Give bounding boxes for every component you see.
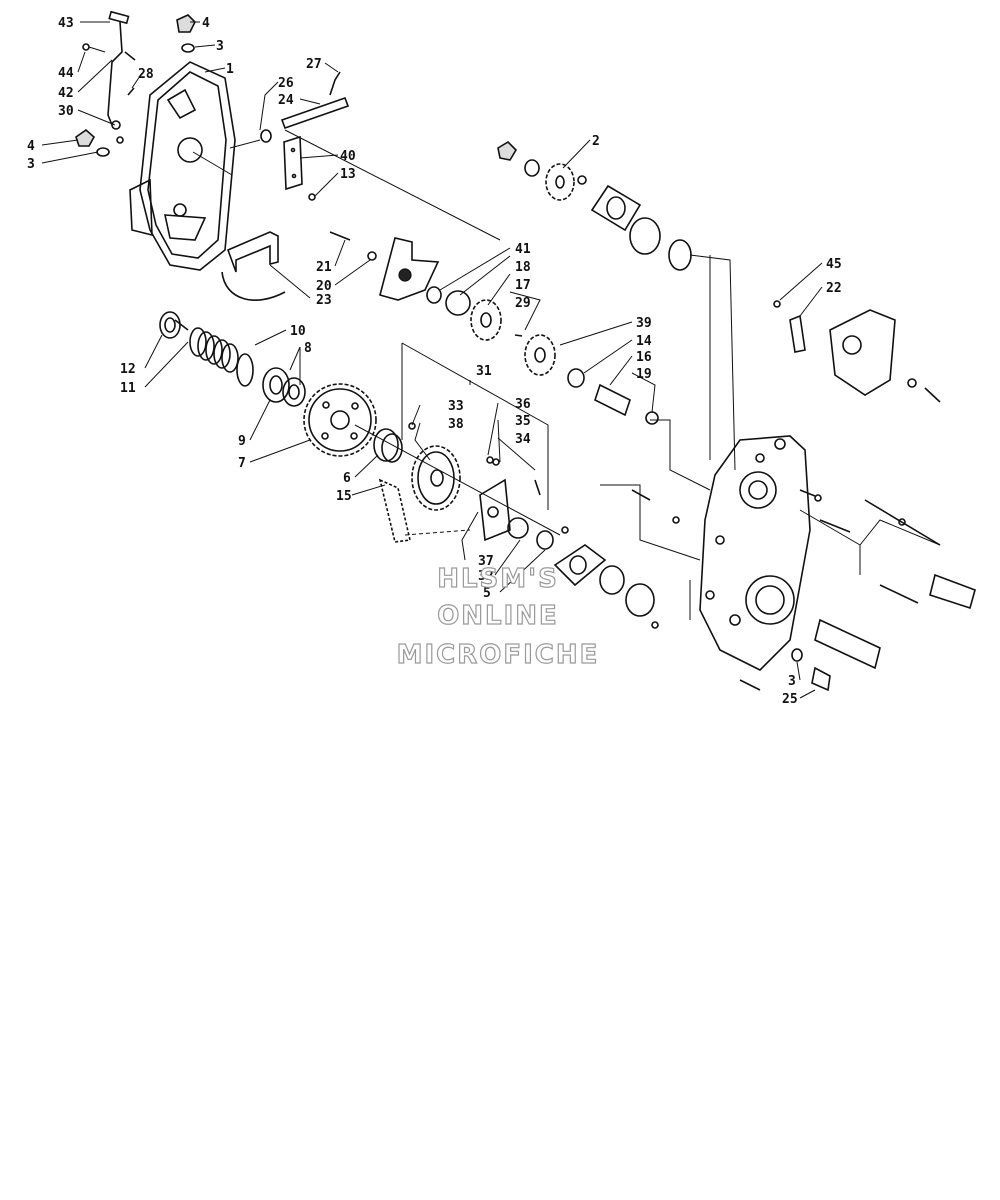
callout-35: 35 bbox=[515, 414, 531, 429]
callout-3: 3 bbox=[216, 39, 224, 54]
callout-31: 31 bbox=[476, 364, 492, 379]
chaincase-housing bbox=[699, 435, 811, 671]
callout-18: 18 bbox=[515, 260, 531, 275]
group-31-outline bbox=[401, 342, 549, 510]
shift-lever bbox=[82, 10, 136, 144]
callout-44: 44 bbox=[58, 66, 74, 81]
callout-22: 22 bbox=[826, 281, 842, 296]
seal-flange-5 bbox=[553, 526, 655, 617]
callout-34: 34 bbox=[515, 432, 531, 447]
axis-lines bbox=[192, 129, 941, 620]
bracket-20 bbox=[329, 231, 440, 301]
callout-20: 20 bbox=[316, 279, 332, 294]
callout-45: 45 bbox=[826, 257, 842, 272]
callout-19: 19 bbox=[636, 367, 652, 382]
callout-6: 6 bbox=[343, 471, 351, 486]
callout-16: 16 bbox=[636, 350, 652, 365]
callout-4: 4 bbox=[202, 16, 210, 31]
watermark: HLSM'S ONLINE MICROFICHE bbox=[396, 563, 600, 670]
watermark-line-1: HLSM'S bbox=[437, 564, 559, 594]
callout-12: 12 bbox=[120, 362, 136, 377]
callout-7: 7 bbox=[238, 456, 246, 471]
shaft-24 bbox=[260, 71, 350, 143]
callout-9: 9 bbox=[238, 434, 246, 449]
gear-6 bbox=[373, 428, 403, 463]
callout-24: 24 bbox=[278, 93, 294, 108]
callout-33: 33 bbox=[448, 399, 464, 414]
callout-1: 1 bbox=[226, 62, 234, 77]
callout-43: 43 bbox=[58, 16, 74, 31]
callout-25: 25 bbox=[782, 692, 798, 707]
callout-2: 2 bbox=[592, 134, 600, 149]
clip-23 bbox=[221, 231, 286, 301]
callout-leaders bbox=[41, 21, 823, 699]
callout-40: 40 bbox=[340, 149, 356, 164]
callout-8: 8 bbox=[304, 341, 312, 356]
watermark-line-2: ONLINE bbox=[437, 601, 559, 631]
watermark-line-3: MICROFICHE bbox=[397, 640, 600, 670]
callout-39: 39 bbox=[636, 316, 652, 331]
callout-26: 26 bbox=[278, 76, 294, 91]
output-shaft bbox=[791, 573, 976, 692]
cap-nut-left bbox=[75, 128, 110, 157]
callout-30: 30 bbox=[58, 104, 74, 119]
callout-42: 42 bbox=[58, 86, 74, 101]
callout-3: 3 bbox=[788, 674, 796, 689]
callout-37: 37 bbox=[478, 554, 494, 569]
callout-36: 36 bbox=[515, 397, 531, 412]
bearing-8 bbox=[262, 367, 306, 407]
chaincase-cover bbox=[129, 61, 236, 271]
callout-21: 21 bbox=[316, 260, 332, 275]
callout-10: 10 bbox=[290, 324, 306, 339]
plate-40 bbox=[283, 135, 316, 201]
callout-15: 15 bbox=[336, 489, 352, 504]
callout-labels: 43 4 3 1 44 28 42 30 4 3 27 26 24 40 13 … bbox=[27, 16, 842, 707]
spring-assembly bbox=[159, 311, 254, 387]
callout-28: 28 bbox=[138, 67, 154, 82]
sprocket-2 bbox=[497, 140, 587, 201]
hub-37 bbox=[479, 456, 554, 550]
callout-27: 27 bbox=[306, 57, 322, 72]
callout-41: 41 bbox=[515, 242, 531, 257]
chain-15 bbox=[378, 478, 471, 543]
callout-13: 13 bbox=[340, 167, 356, 182]
callout-14: 14 bbox=[636, 334, 652, 349]
callout-23: 23 bbox=[316, 293, 332, 308]
callout-5: 5 bbox=[483, 586, 491, 601]
callout-38: 38 bbox=[448, 417, 464, 432]
housing-bolts bbox=[631, 489, 941, 691]
callout-11: 11 bbox=[120, 381, 136, 396]
callout-17: 17 bbox=[515, 278, 531, 293]
callout-32: 32 bbox=[478, 569, 494, 584]
callout-3: 3 bbox=[27, 157, 35, 172]
callout-29: 29 bbox=[515, 296, 531, 311]
sprocket-7 bbox=[303, 383, 377, 457]
bearing-flange-top bbox=[590, 184, 692, 271]
cap-nut-top bbox=[176, 14, 196, 53]
bracket-22 bbox=[773, 300, 941, 403]
sprocket-39 bbox=[524, 334, 659, 425]
sprocket-17 bbox=[426, 286, 523, 341]
callout-4: 4 bbox=[27, 139, 35, 154]
